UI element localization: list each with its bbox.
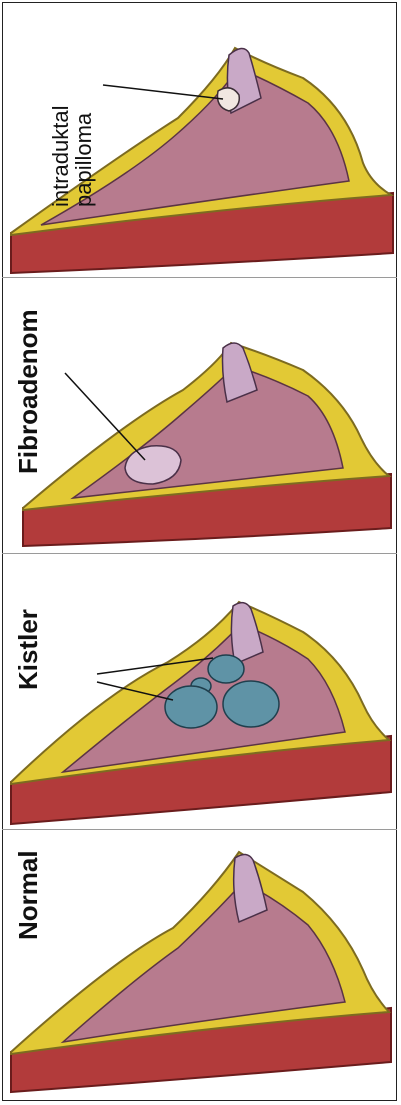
label-line-1: intraduktal: [49, 105, 72, 207]
nipple-ducts: [234, 854, 267, 922]
breast-illustration: [3, 554, 396, 828]
cyst-left: [165, 686, 217, 728]
panel-fibroadenom: Fibroadenom: [3, 278, 396, 552]
label-fibroadenom: Fibroadenom: [13, 309, 44, 474]
breast-illustration: [3, 278, 396, 552]
label-line-2: papilloma: [72, 105, 95, 207]
breast-illustration: [3, 830, 396, 1100]
panel-kistler: Kistler: [3, 554, 396, 828]
panel-intraductal-papilloma: intraduktal papilloma: [3, 3, 396, 276]
label-intraductal-papilloma: intraduktal papilloma: [49, 105, 95, 207]
label-kistler: Kistler: [13, 609, 44, 690]
label-normal: Normal: [13, 850, 44, 940]
cyst-medium: [208, 655, 244, 683]
panel-normal: Normal: [3, 830, 396, 1100]
cyst-right: [223, 681, 279, 727]
tissue-cross-section: [23, 343, 391, 546]
tissue-cross-section: [11, 602, 391, 824]
tissue-cross-section: [11, 852, 391, 1092]
